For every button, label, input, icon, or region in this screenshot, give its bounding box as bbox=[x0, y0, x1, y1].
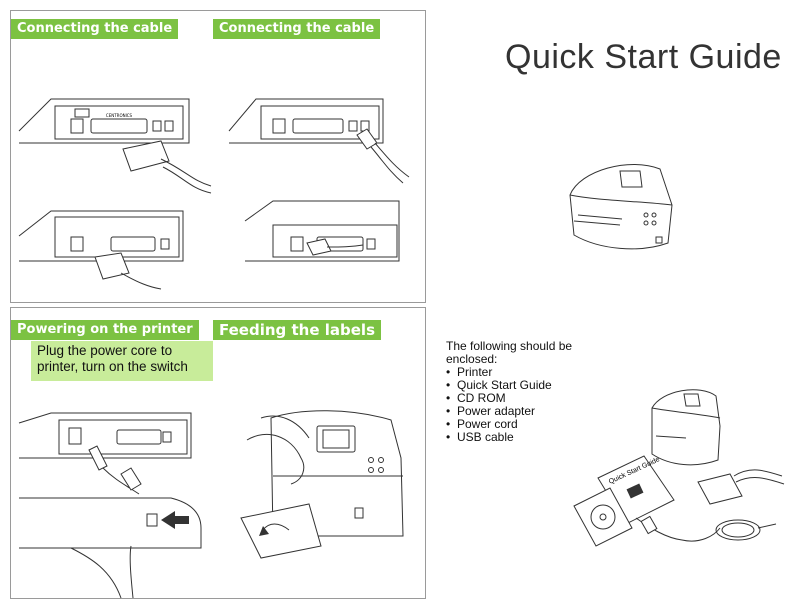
power-adapter-icon bbox=[697, 469, 785, 505]
printer-back-panel-3 bbox=[18, 210, 184, 262]
enclosed-items-list: The following should be enclosed: Printe… bbox=[446, 340, 572, 444]
hand-feeding-labels bbox=[246, 415, 310, 485]
enclosed-list: Printer Quick Start Guide CD ROM Power a… bbox=[446, 366, 572, 444]
enclosed-item-power-cord: Power cord bbox=[446, 418, 572, 431]
power-note-line-1: Plug the power core to bbox=[37, 343, 173, 358]
label-paper-feed bbox=[240, 503, 322, 559]
power-cord-icon bbox=[88, 445, 142, 495]
enclosed-item-cd-rom: CD ROM bbox=[446, 392, 572, 405]
usb-cable-icon bbox=[715, 519, 777, 541]
connecting-cable-panel: Connecting the cable Connecting the cabl… bbox=[10, 10, 426, 303]
power-instruction-note: Plug the power core to printer, turn on … bbox=[31, 341, 213, 381]
ethernet-cable-icon bbox=[306, 238, 364, 256]
printer-illustration bbox=[569, 163, 673, 250]
cable-illustrations: CENTRONICS bbox=[18, 98, 410, 290]
usb-cable-icon bbox=[356, 128, 410, 184]
feeding-printer bbox=[270, 410, 404, 537]
power-feeding-panel: Powering on the printer Feeding the labe… bbox=[10, 307, 426, 599]
printer-front-switch bbox=[19, 497, 202, 599]
enclosed-item-printer: Printer bbox=[446, 366, 572, 379]
cd-rom-icon bbox=[573, 487, 633, 547]
printer-back-power bbox=[18, 412, 192, 459]
power-feeding-illustrations bbox=[18, 410, 404, 599]
section-tag-connecting-cable-2: Connecting the cable bbox=[213, 19, 381, 39]
parallel-cable-icon bbox=[122, 140, 212, 194]
port-label-1: CENTRONICS bbox=[106, 113, 133, 118]
enclosed-heading-line-2: enclosed: bbox=[446, 352, 498, 366]
serial-cable-icon bbox=[94, 252, 162, 290]
page-title: Quick Start Guide bbox=[505, 38, 782, 76]
section-tag-connecting-cable-1: Connecting the cable bbox=[11, 19, 179, 39]
power-cord-icon bbox=[635, 515, 721, 542]
printer-back-panel-1: CENTRONICS bbox=[18, 98, 190, 144]
enclosed-item-quick-start-guide: Quick Start Guide bbox=[446, 379, 572, 392]
small-printer-icon bbox=[651, 389, 721, 466]
printer-back-panel-2 bbox=[228, 98, 384, 144]
section-tag-powering: Powering on the printer bbox=[11, 320, 199, 340]
section-tag-feeding: Feeding the labels bbox=[213, 320, 381, 340]
package-contents-illustration: Quick Start Guide bbox=[573, 389, 785, 547]
enclosed-item-usb-cable: USB cable bbox=[446, 431, 572, 444]
enclosed-heading-line-1: The following should be bbox=[446, 339, 573, 353]
enclosed-item-power-adapter: Power adapter bbox=[446, 405, 572, 418]
arrow-left-icon bbox=[161, 511, 189, 529]
power-note-line-2: printer, turn on the switch bbox=[37, 359, 188, 374]
